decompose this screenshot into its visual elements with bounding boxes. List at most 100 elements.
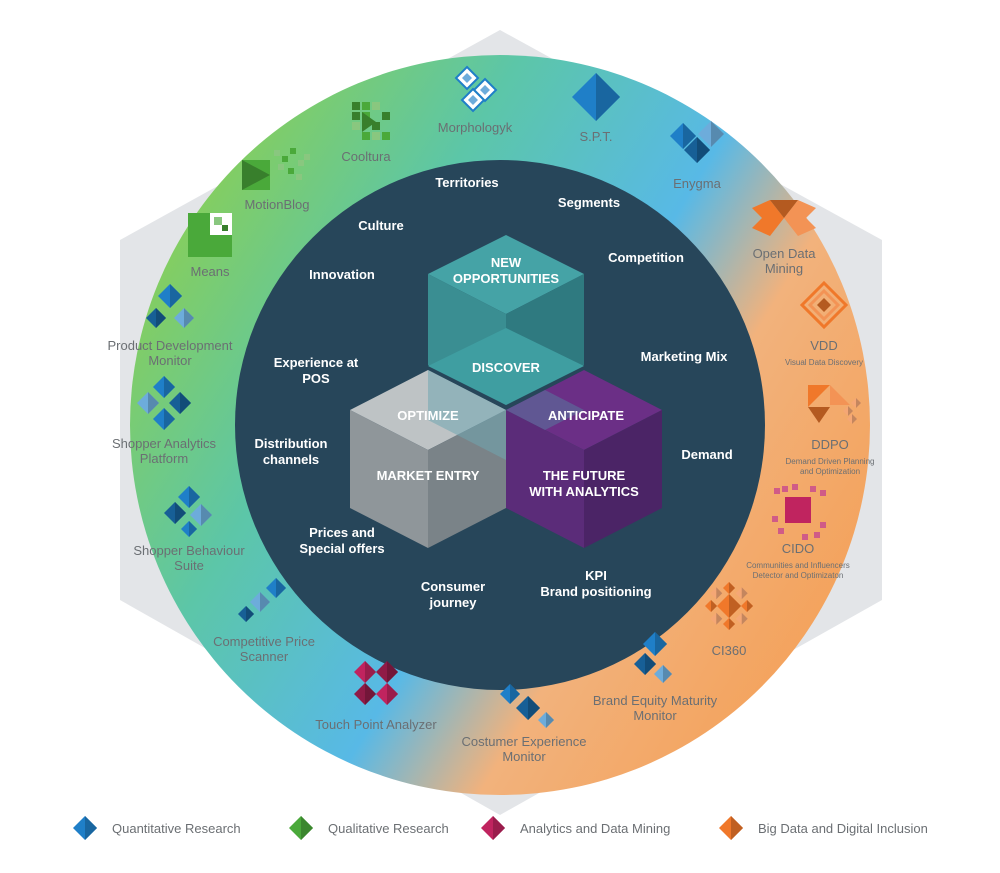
tool-sub-text: Communities and Influencers [746,561,850,570]
tool-label-text: CIDO [782,541,815,556]
topic-label: Marketing Mix [641,349,728,364]
tool-cido[interactable]: CIDO Communities and InfluencersDetector … [746,484,850,580]
stacked-diamond-icon [634,632,672,683]
tool-label-text: Scanner [240,649,289,664]
diamond-icon [572,73,620,121]
central-cube [350,235,662,548]
legend-diamond-icon [719,816,743,840]
cube-overlap-face [428,370,506,460]
diamond-row-icon [500,684,554,728]
tool-label-text: Shopper Behaviour [133,543,245,558]
tool-s-p-t[interactable]: S.P.T. [572,73,620,144]
cube-right-front-face [506,410,584,548]
legend-diamond-icon [289,816,313,840]
four-diamond-icon [354,661,398,705]
cube-top-face [428,235,584,314]
tool-label-text: Touch Point Analyzer [315,717,437,732]
l-block-icon [188,213,232,257]
legend-item-quantitative: Quantitative Research [72,816,241,840]
tool-label-text: Monitor [148,353,192,368]
topic-label: Demand [681,447,732,462]
cube-future-line1: THE FUTURE [543,468,626,483]
cube-anticipate-blend [506,390,584,430]
pixel-arrow-icon [352,102,390,140]
legend: Quantitative Research Qualitative Researc… [0,810,1000,846]
cube-left-front-face [350,410,428,548]
diamond-trio-icon [146,284,194,328]
tool-label-text: Means [190,264,230,279]
diamond-grid-icon [137,376,191,430]
legend-item-qualitative: Qualitative Research [288,816,449,840]
tool-touch-point-analyzer[interactable]: Touch Point Analyzer [315,661,437,732]
tool-cooltura[interactable]: Cooltura [341,102,391,164]
diamond-cluster-icon [164,486,212,537]
tool-sub-text: and Optimization [800,467,860,476]
cube-discover-label: DISCOVER [472,360,541,375]
cube-optimize-label: OPTIMIZE [397,408,459,423]
tool-label-text: DDPO [811,437,849,452]
bowtie-icon [752,200,816,236]
tool-sub-text: Visual Data Discovery [785,358,863,367]
tool-label-text: Open Data [753,246,817,261]
legend-diamond-icon [73,816,97,840]
tool-label-text: Monitor [502,749,546,764]
diamond-steps-icon [238,578,286,622]
legend-item-bigdata: Big Data and Digital Inclusion [718,816,928,840]
tool-label-text: Cooltura [341,149,391,164]
legend-diamond-icon [481,816,505,840]
tool-enygma[interactable]: Enygma [670,121,724,191]
tool-label-text: Mining [765,261,803,276]
tool-motionblog[interactable]: MotionBlog [242,148,310,212]
cube-right-side-face [584,410,662,548]
pixel-square-icon [772,484,826,540]
cube-new-opportunities-line2: OPPORTUNITIES [453,271,560,286]
tool-sub-text: Detector and Optimizaton [753,571,844,580]
topic-label: Territories [435,175,498,190]
topic-label: Competition [608,250,684,265]
cube-discover-face [428,328,584,405]
tool-means[interactable]: Means [188,213,232,279]
legend-label: Analytics and Data Mining [520,820,671,836]
tool-label-text: S.P.T. [579,129,612,144]
flag-pixels-icon [242,148,310,190]
legend-label: Qualitative Research [328,820,449,836]
tool-label-text: Costumer Experience [462,734,587,749]
legend-label: Big Data and Digital Inclusion [758,820,928,836]
nested-diamond-icon [799,280,849,330]
tool-label-text: Enygma [673,176,721,191]
legend-item-analytics: Analytics and Data Mining [480,816,670,840]
cube-new-opportunities-line1: NEW [491,255,522,270]
cube-future-line2: WITH ANALYTICS [529,484,639,499]
cube-anticipate-label: ANTICIPATE [548,408,624,423]
tool-ci360[interactable]: CI360 [705,582,753,658]
topic-label: Segments [558,195,620,210]
tool-label-text: CI360 [712,643,747,658]
tool-morphologyk[interactable]: Morphologyk [438,65,513,135]
topic-label: Culture [358,218,404,233]
tool-sub-text: Demand Driven Planning [786,457,875,466]
tool-label-text: Platform [140,451,188,466]
tool-label-text: Brand Equity Maturity [593,693,718,708]
triangle-cluster-icon [808,385,861,424]
tool-label-text: Suite [174,558,204,573]
sunburst-icon [705,582,753,630]
tool-label-text: Shopper Analytics [112,436,217,451]
tool-label-text: Morphologyk [438,120,513,135]
topic-label: Innovation [309,267,375,282]
tool-label-text: Product Development [107,338,232,353]
